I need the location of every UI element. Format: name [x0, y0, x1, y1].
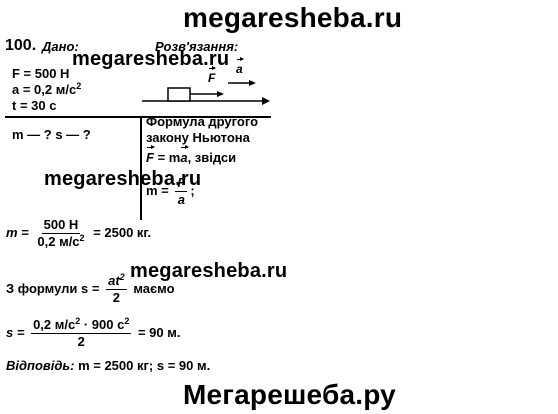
given-time: t = 30 с	[12, 98, 57, 113]
given-label: Дано:	[42, 39, 79, 54]
given-acceleration: a = 0,2 м/с2	[12, 81, 82, 98]
newton-text-line-1: Формула другого	[146, 114, 259, 129]
watermark-bottom: Мегарешеба.ру	[183, 379, 396, 410]
newton-text-line-2: закону Ньютона	[146, 130, 250, 145]
solution-vertical-line	[140, 116, 142, 220]
given-force: F = 500 Н	[12, 66, 70, 81]
block	[167, 87, 191, 102]
axis-arrowhead	[262, 97, 270, 105]
solution-label: Розв'язання:	[155, 39, 239, 54]
watermark-mid-3: megaresheba.ru	[130, 260, 288, 282]
accel-vector-label: a	[236, 57, 244, 76]
force-arrowhead	[217, 91, 224, 97]
acceleration-arrowhead	[249, 80, 256, 86]
answer: Відповідь: m = 2500 кг; s = 90 м.	[6, 358, 211, 373]
given-divider-line	[5, 116, 271, 118]
watermark-top: megaresheba.ru	[183, 2, 403, 33]
newton-formula: F = ma, звідси	[146, 145, 237, 165]
motion-diagram	[142, 80, 270, 105]
watermark-mid-1: megaresheba.ru	[72, 48, 230, 70]
problem-number: 100.	[5, 37, 37, 54]
force-vector-label: F	[208, 66, 217, 85]
watermark-mid-2: megaresheba.ru	[44, 168, 202, 190]
unknowns: m — ? s — ?	[12, 127, 91, 142]
